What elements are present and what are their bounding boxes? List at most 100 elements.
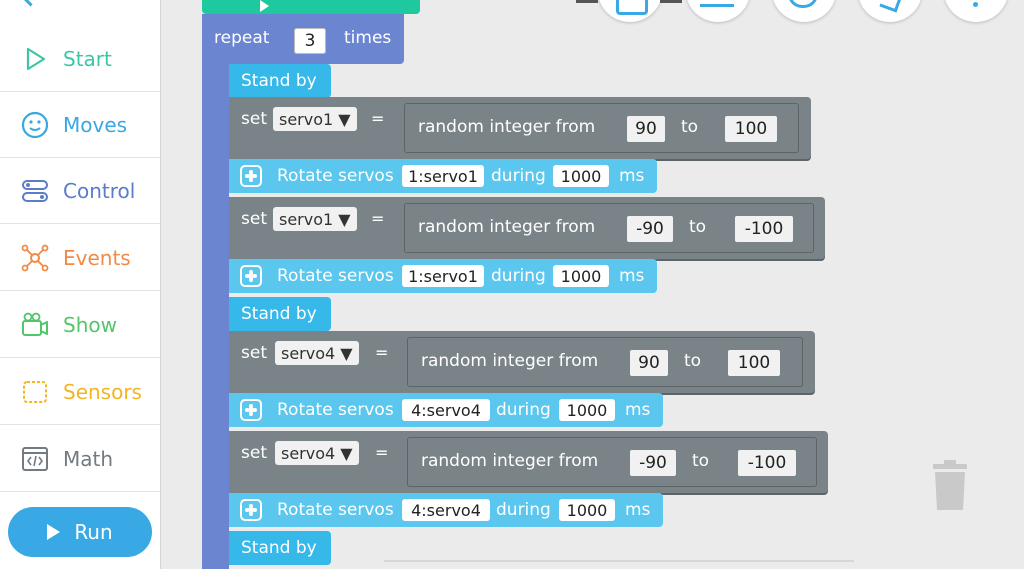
standby-block[interactable]: Stand by [229,297,331,331]
random-integer-block[interactable]: random integer from -90 to -100 [407,437,817,487]
network-icon [21,244,49,271]
rotate-label: Rotate servos [277,266,394,286]
ms-label: ms [619,166,645,186]
window-icon [616,0,648,15]
servo-motor-icon [240,499,262,521]
random-to-input[interactable]: -100 [738,450,796,476]
servo-target-input[interactable]: 1:servo1 [402,165,484,187]
random-from-input[interactable]: -90 [627,216,673,242]
sidebar-item-start[interactable]: Start [0,26,160,92]
top-toolbar-button-2[interactable] [686,0,750,22]
sidebar-item-label: Moves [63,112,128,137]
set-label: set [241,109,267,129]
servo-dropdown[interactable]: servo4 ▼ [275,341,359,365]
sidebar-item-show[interactable]: Show [0,292,160,358]
list-icon [700,4,734,7]
ms-label: ms [625,400,651,420]
servo-dropdown[interactable]: servo4 ▼ [275,441,359,465]
set-label: set [241,209,267,229]
servo-target-input[interactable]: 4:servo4 [402,499,490,521]
during-label: during [491,266,546,286]
random-label: random integer from [418,217,596,237]
help-dot-icon [973,2,978,7]
sidebar-item-label: Events [63,245,131,270]
random-label: random integer from [421,451,599,471]
run-label: Run [74,520,113,544]
set-servo-block[interactable]: set servo1 ▼ = random integer from 90 to… [229,97,811,159]
camera-icon [22,312,48,336]
toolbar-divider [660,0,682,3]
toolbar-divider [576,0,598,3]
set-servo-block[interactable]: set servo4 ▼ = random integer from 90 to… [229,331,815,393]
rotate-servos-block[interactable]: Rotate servos 1:servo1 during 1000 ms [229,159,657,193]
repeat-block[interactable]: repeat 3 times [202,14,404,64]
sidebar-item-control[interactable]: Control [0,158,160,224]
rotate-label: Rotate servos [277,500,394,520]
set-label: set [241,443,267,463]
code-workspace: repeat 3 times Stand by set servo1 ▼ = r… [160,0,1024,569]
sidebar-item-label: Math [63,446,114,471]
code-icon [22,446,48,471]
rotate-servos-block[interactable]: Rotate servos 4:servo4 during 1000 ms [229,393,663,427]
during-label: during [491,166,546,186]
top-toolbar-button-5[interactable] [944,0,1008,22]
set-servo-block[interactable]: set servo1 ▼ = random integer from -90 t… [229,197,825,259]
to-label: to [689,217,707,237]
random-to-input[interactable]: 100 [728,350,780,376]
random-to-input[interactable]: -100 [735,216,793,242]
set-label: set [241,343,267,363]
equals-label: = [371,109,385,128]
random-integer-block[interactable]: random integer from 90 to 100 [404,103,799,153]
play-outline-icon [26,47,46,70]
start-hat-block[interactable] [202,0,420,14]
times-label: times [344,28,392,48]
toggle-icon [22,179,48,202]
trash-icon[interactable] [930,460,970,512]
standby-label: Stand by [241,304,317,324]
top-toolbar-button-4[interactable] [858,0,922,22]
ms-label: ms [625,500,651,520]
repeat-count-input[interactable]: 3 [294,28,326,54]
top-toolbar-button-1[interactable] [598,0,662,22]
during-label: during [496,400,551,420]
play-icon [260,0,269,12]
repeat-block-arm [202,64,229,569]
horizontal-scrollbar[interactable] [384,560,854,562]
standby-block[interactable]: Stand by [229,64,331,98]
random-integer-block[interactable]: random integer from -90 to -100 [404,203,814,253]
sidebar-item-label: Control [63,178,136,203]
sidebar-item-math[interactable]: Math [0,426,160,492]
standby-block[interactable]: Stand by [229,531,331,565]
play-icon [47,524,61,540]
top-toolbar-button-3[interactable] [772,0,836,22]
random-from-input[interactable]: 90 [630,350,668,376]
category-sidebar: Start Moves Control Events [0,0,161,569]
to-label: to [692,451,710,471]
rotate-servos-block[interactable]: Rotate servos 1:servo1 during 1000 ms [229,259,657,293]
sidebar-item-sensors[interactable]: Sensors [0,359,160,425]
random-from-input[interactable]: 90 [627,116,665,142]
sidebar-item-moves[interactable]: Moves [0,92,160,158]
run-button[interactable]: Run [8,507,152,557]
random-to-input[interactable]: 100 [725,116,777,142]
rotate-servos-block[interactable]: Rotate servos 4:servo4 during 1000 ms [229,493,663,527]
servo-dropdown[interactable]: servo1 ▼ [273,207,357,231]
sidebar-item-label: Show [63,312,117,337]
servo-target-input[interactable]: 4:servo4 [402,399,490,421]
servo-target-input[interactable]: 1:servo1 [402,265,484,287]
back-chevron-icon[interactable] [18,0,43,7]
equals-label: = [375,343,389,362]
servo-dropdown[interactable]: servo1 ▼ [273,107,357,131]
sensor-icon [23,380,47,403]
set-servo-block[interactable]: set servo4 ▼ = random integer from -90 t… [229,431,828,493]
sidebar-item-events[interactable]: Events [0,225,160,291]
sidebar-item-label: Sensors [63,379,142,404]
random-integer-block[interactable]: random integer from 90 to 100 [407,337,803,387]
rotate-label: Rotate servos [277,400,394,420]
duration-input[interactable]: 1000 [559,399,615,421]
sidebar-item-label: Start [63,46,112,71]
duration-input[interactable]: 1000 [559,499,615,521]
duration-input[interactable]: 1000 [553,165,609,187]
random-from-input[interactable]: -90 [630,450,676,476]
duration-input[interactable]: 1000 [553,265,609,287]
